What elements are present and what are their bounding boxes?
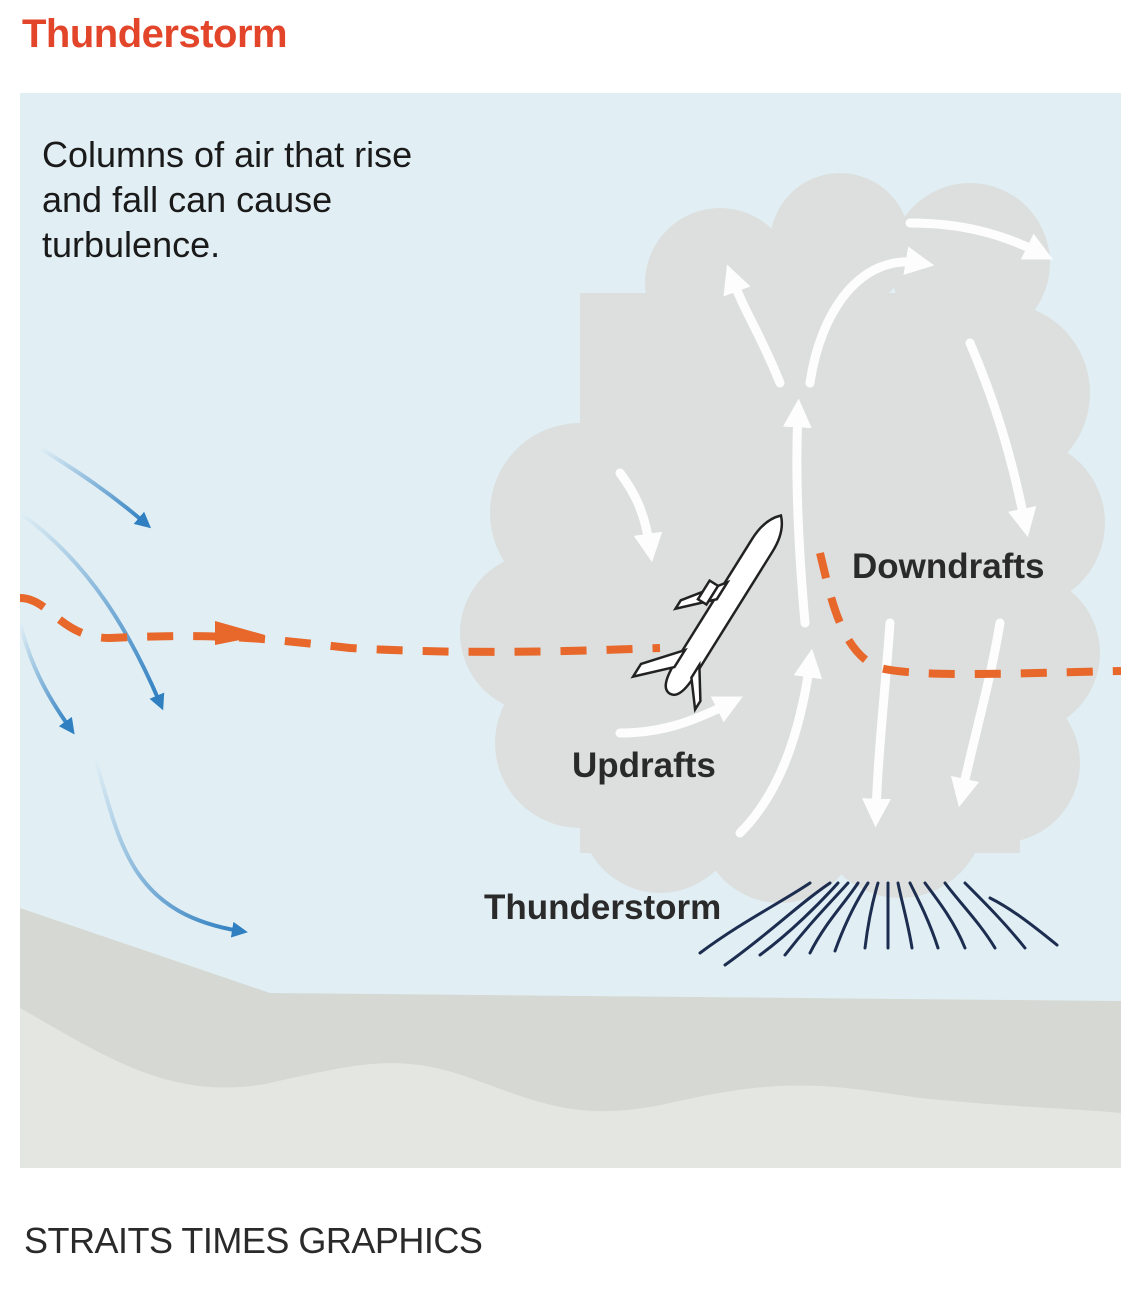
thunderstorm-label: Thunderstorm <box>484 888 722 927</box>
gust-lines <box>698 881 1059 967</box>
cloud <box>460 173 1105 903</box>
credit-text: STRAITS TIMES GRAPHICS <box>24 1220 483 1261</box>
updrafts-label: Updrafts <box>572 746 716 785</box>
ground-front <box>20 1008 1121 1168</box>
airplane-icon <box>630 513 784 714</box>
graphic-title: Thunderstorm <box>22 12 288 56</box>
downdrafts-label: Downdrafts <box>852 547 1045 586</box>
flight-direction-arrow <box>215 621 265 645</box>
air-flow-arrows <box>615 218 1053 838</box>
intro-text: Columns of air that rise and fall can ca… <box>42 134 413 265</box>
wind-arrows <box>20 446 248 938</box>
thunderstorm-illustration <box>20 93 1121 1168</box>
flight-path <box>20 552 1121 679</box>
